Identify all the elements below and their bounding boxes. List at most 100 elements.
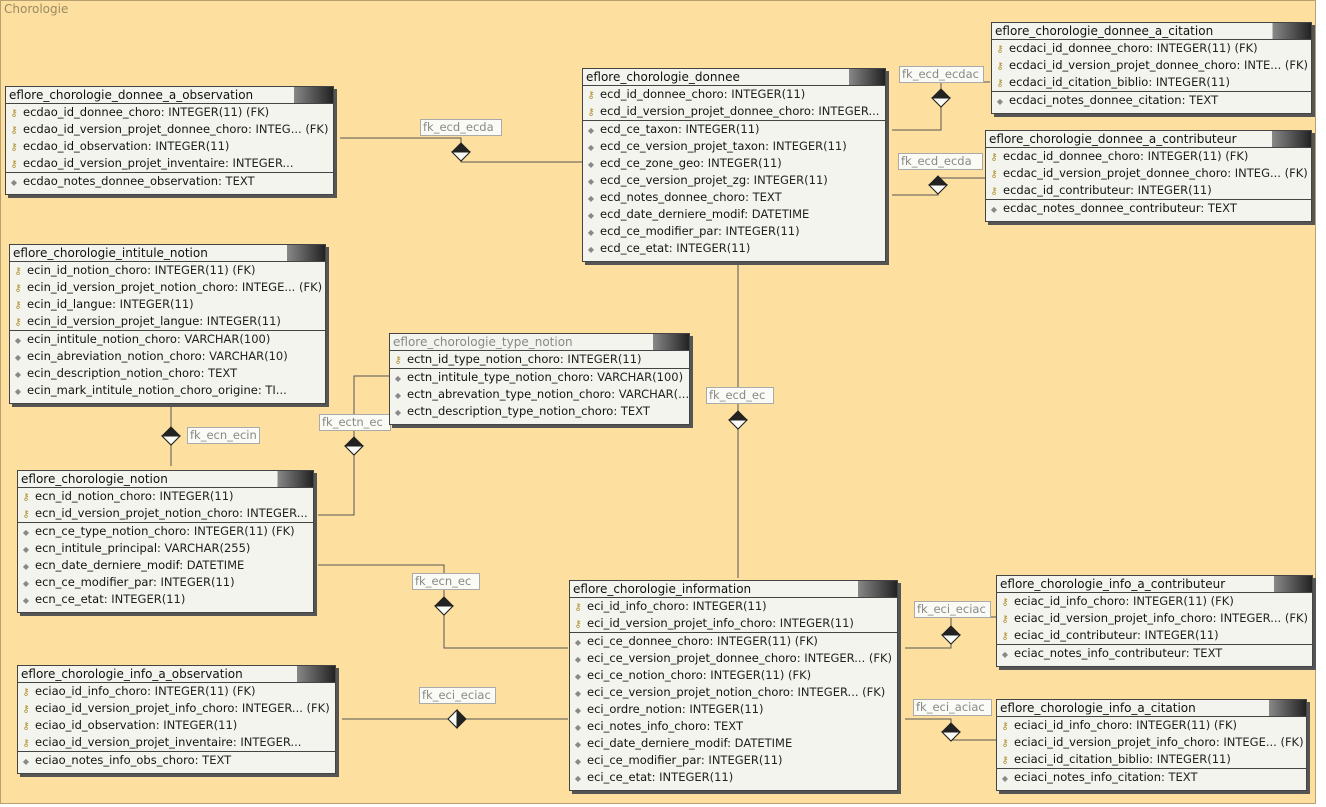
entity-info-a-contributeur[interactable]: eflore_chorologie_info_a_contributeur⚷ec… [996, 575, 1313, 667]
entity-donnee[interactable]: eflore_chorologie_donnee⚷ecd_id_donnee_c… [582, 68, 886, 262]
column-row[interactable]: ◆ectn_intitule_type_notion_choro: VARCHA… [390, 369, 689, 386]
column-row[interactable]: ⚷ecdac_id_donnee_choro: INTEGER(11) (FK) [986, 148, 1311, 165]
column-row[interactable]: ◆eci_date_derniere_modif: DATETIME [570, 735, 897, 752]
column-row[interactable]: ◆eci_ce_modifier_par: INTEGER(11) [570, 752, 897, 769]
column-row[interactable]: ◆ecn_date_derniere_modif: DATETIME [18, 557, 313, 574]
column-row[interactable]: ◆ecd_notes_donnee_choro: TEXT [583, 189, 885, 206]
column-row[interactable]: ⚷ecdao_id_version_projet_inventaire: INT… [6, 155, 333, 172]
column-row[interactable]: ◆ecdaci_notes_donnee_citation: TEXT [992, 92, 1311, 109]
column-row[interactable]: ⚷eciac_id_contributeur: INTEGER(11) [997, 627, 1312, 644]
column-row[interactable]: ◆ecd_ce_etat: INTEGER(11) [583, 240, 885, 257]
column-row[interactable]: ◆eciao_notes_info_obs_choro: TEXT [18, 752, 335, 769]
key-icon: ⚷ [990, 186, 998, 197]
column-row[interactable]: ⚷ecin_id_notion_choro: INTEGER(11) (FK) [10, 262, 325, 279]
column-row[interactable]: ⚷eci_id_version_projet_info_choro: INTEG… [570, 615, 897, 632]
column-row[interactable]: ◆ecin_intitule_notion_choro: VARCHAR(100… [10, 331, 325, 348]
column-row[interactable]: ⚷eciac_id_info_choro: INTEGER(11) (FK) [997, 593, 1312, 610]
entity-info-a-citation[interactable]: eflore_chorologie_info_a_citation⚷eciaci… [996, 699, 1307, 791]
column-row[interactable]: ⚷ecdaci_id_donnee_choro: INTEGER(11) (FK… [992, 40, 1311, 57]
column-row[interactable]: ◆eci_ordre_notion: INTEGER(11) [570, 701, 897, 718]
relation-label-fk-ecd-ecdaci[interactable]: fk_ecd_ecdac [899, 66, 984, 83]
column-row[interactable]: ⚷ecdao_id_version_projet_donnee_choro: I… [6, 121, 333, 138]
entity-title: eflore_chorologie_info_a_contributeur [997, 576, 1312, 593]
column-row[interactable]: ◆eci_ce_notion_choro: INTEGER(11) (FK) [570, 667, 897, 684]
entity-type-notion[interactable]: eflore_chorologie_type_notion⚷ectn_id_ty… [389, 333, 690, 425]
relation-label-fk-ectn-ecn[interactable]: fk_ectn_ec [319, 414, 391, 431]
column-row[interactable]: ⚷ecn_id_version_projet_notion_choro: INT… [18, 505, 313, 522]
column-row[interactable]: ◆eciac_notes_info_contributeur: TEXT [997, 645, 1312, 662]
attribute-icon: ◆ [587, 245, 595, 254]
column-row[interactable]: ◆ecdao_notes_donnee_observation: TEXT [6, 173, 333, 190]
column-row[interactable]: ⚷ecdao_id_observation: INTEGER(11) [6, 138, 333, 155]
column-row[interactable]: ◆eci_ce_version_projet_donnee_choro: INT… [570, 650, 897, 667]
entity-donnee-a-observation[interactable]: eflore_chorologie_donnee_a_observation⚷e… [5, 86, 334, 195]
column-row[interactable]: ⚷eciao_id_info_choro: INTEGER(11) (FK) [18, 683, 335, 700]
column-name: ectn_intitule_type_notion_choro [407, 370, 590, 384]
column-row[interactable]: ⚷ecdao_id_donnee_choro: INTEGER(11) (FK) [6, 104, 333, 121]
column-row[interactable]: ⚷ectn_id_type_notion_choro: INTEGER(11) [390, 351, 689, 368]
column-row[interactable]: ◆eci_notes_info_choro: TEXT [570, 718, 897, 735]
relation-label-fk-ecn-ecin[interactable]: fk_ecn_ecin [187, 427, 260, 444]
column-type: : INTEGER(11) (FK) [702, 668, 812, 682]
column-row[interactable]: ◆ecd_ce_version_projet_taxon: INTEGER(11… [583, 138, 885, 155]
column-row[interactable]: ◆ectn_abrevation_type_notion_choro: VARC… [390, 386, 689, 403]
attribute-icon: ◆ [22, 579, 30, 588]
column-row[interactable]: ⚷eciaci_id_info_choro: INTEGER(11) (FK) [997, 717, 1306, 734]
key-icon: ⚷ [990, 169, 998, 180]
column-row[interactable]: ⚷eciac_id_version_projet_info_choro: INT… [997, 610, 1312, 627]
attribute-icon: ◆ [587, 228, 595, 237]
attribute-icon: ◆ [574, 689, 582, 698]
column-name: eciac_notes_info_contributeur [1014, 646, 1186, 660]
column-row[interactable]: ⚷eciaci_id_version_projet_info_choro: IN… [997, 734, 1306, 751]
column-row[interactable]: ⚷ecdac_id_version_projet_donnee_choro: I… [986, 165, 1311, 182]
column-row[interactable]: ◆ecin_description_notion_choro: TEXT [10, 365, 325, 382]
entity-info-a-observation[interactable]: eflore_chorologie_info_a_observation⚷eci… [17, 665, 336, 774]
relation-label-fk-ecd-ecdac[interactable]: fk_ecd_ecda [898, 153, 983, 170]
column-row[interactable]: ◆ecdac_notes_donnee_contributeur: TEXT [986, 200, 1311, 217]
relation-label-fk-eci-eciaci[interactable]: fk_eci_aciac [913, 699, 992, 716]
column-type: : INTEGER... [224, 156, 294, 170]
relation-label-fk-eci-eciao[interactable]: fk_eci_eciac [419, 687, 496, 704]
column-row[interactable]: ⚷ecd_id_donnee_choro: INTEGER(11) [583, 86, 885, 103]
column-row[interactable]: ⚷ecin_id_version_projet_notion_choro: IN… [10, 279, 325, 296]
column-row[interactable]: ⚷eciao_id_version_projet_info_choro: INT… [18, 700, 335, 717]
column-row[interactable]: ◆ecd_date_derniere_modif: DATETIME [583, 206, 885, 223]
column-row[interactable]: ⚷ecin_id_version_projet_langue: INTEGER(… [10, 313, 325, 330]
entity-donnee-a-contributeur[interactable]: eflore_chorologie_donnee_a_contributeur⚷… [985, 130, 1312, 222]
relation-label-fk-eci-eciac[interactable]: fk_eci_eciac [914, 601, 991, 618]
column-row[interactable]: ◆ecd_ce_zone_geo: INTEGER(11) [583, 155, 885, 172]
column-row[interactable]: ⚷ecd_id_version_projet_donnee_choro: INT… [583, 103, 885, 120]
column-row[interactable]: ◆ecd_ce_taxon: INTEGER(11) [583, 121, 885, 138]
column-row[interactable]: ◆ecin_abreviation_notion_choro: VARCHAR(… [10, 348, 325, 365]
entity-donnee-a-citation[interactable]: eflore_chorologie_donnee_a_citation⚷ecda… [991, 22, 1312, 114]
column-row[interactable]: ⚷ecdaci_id_version_projet_donnee_choro: … [992, 57, 1311, 74]
column-row[interactable]: ⚷eci_id_info_choro: INTEGER(11) [570, 598, 897, 615]
entity-notion[interactable]: eflore_chorologie_notion⚷ecn_id_notion_c… [17, 470, 314, 613]
column-row[interactable]: ◆ecn_ce_modifier_par: INTEGER(11) [18, 574, 313, 591]
relation-label-fk-ecd-ecdao[interactable]: fk_ecd_ecda [420, 119, 502, 136]
column-row[interactable]: ◆eciaci_notes_info_citation: TEXT [997, 769, 1306, 786]
column-row[interactable]: ⚷eciao_id_observation: INTEGER(11) [18, 717, 335, 734]
column-type: : INTEGER(11) [700, 753, 783, 767]
column-row[interactable]: ⚷eciaci_id_citation_biblio: INTEGER(11) [997, 751, 1306, 768]
column-row[interactable]: ◆ecn_ce_etat: INTEGER(11) [18, 591, 313, 608]
column-row[interactable]: ⚷ecdac_id_contributeur: INTEGER(11) [986, 182, 1311, 199]
column-row[interactable]: ◆eci_ce_version_projet_notion_choro: INT… [570, 684, 897, 701]
column-name: ecd_id_donnee_choro [600, 87, 724, 101]
relation-label-fk-ecd-eci[interactable]: fk_ecd_ec [706, 387, 774, 404]
column-row[interactable]: ⚷ecin_id_langue: INTEGER(11) [10, 296, 325, 313]
column-row[interactable]: ◆eci_ce_etat: INTEGER(11) [570, 769, 897, 786]
entity-information[interactable]: eflore_chorologie_information⚷eci_id_inf… [569, 580, 898, 791]
column-row[interactable]: ◆ecin_mark_intitule_notion_choro_origine… [10, 382, 325, 399]
column-row[interactable]: ⚷ecdaci_id_citation_biblio: INTEGER(11) [992, 74, 1311, 91]
column-row[interactable]: ⚷ecn_id_notion_choro: INTEGER(11) [18, 488, 313, 505]
column-row[interactable]: ◆ectn_description_type_notion_choro: TEX… [390, 403, 689, 420]
column-row[interactable]: ◆ecn_intitule_principal: VARCHAR(255) [18, 540, 313, 557]
column-row[interactable]: ◆ecn_ce_type_notion_choro: INTEGER(11) (… [18, 523, 313, 540]
entity-intitule-notion[interactable]: eflore_chorologie_intitule_notion⚷ecin_i… [9, 244, 326, 404]
column-row[interactable]: ⚷eciao_id_version_projet_inventaire: INT… [18, 734, 335, 751]
column-row[interactable]: ◆ecd_ce_modifier_par: INTEGER(11) [583, 223, 885, 240]
column-row[interactable]: ◆eci_ce_donnee_choro: INTEGER(11) (FK) [570, 633, 897, 650]
relation-label-fk-ecn-eci[interactable]: fk_ecn_ec [412, 573, 480, 590]
column-row[interactable]: ◆ecd_ce_version_projet_zg: INTEGER(11) [583, 172, 885, 189]
